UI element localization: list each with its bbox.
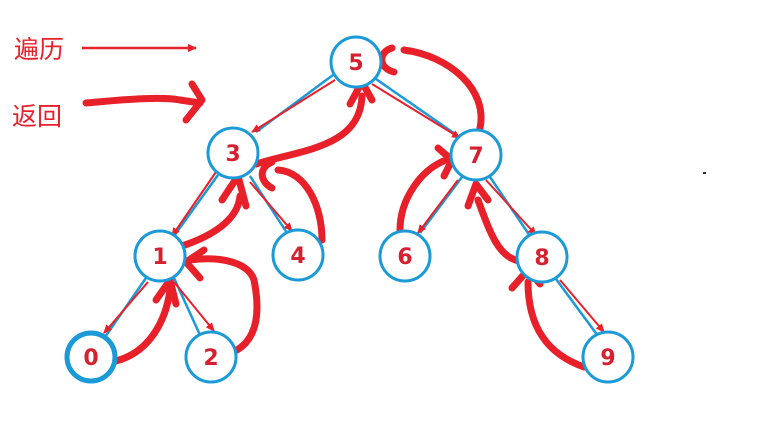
svg-text:8: 8 [534, 246, 549, 271]
svg-text:2: 2 [203, 346, 218, 371]
tree-edges [103, 73, 600, 338]
return-arrows [112, 44, 588, 371]
tree-node-8: 8 [515, 230, 569, 284]
tree-node-2: 2 [184, 330, 238, 384]
svg-text:4: 4 [290, 244, 305, 269]
tree-nodes: 5 3 7 1 4 6 8 0 2 9 [64, 35, 635, 384]
svg-text:9: 9 [600, 346, 615, 371]
legend-traverse-label: 遍历 [14, 35, 65, 64]
tree-node-5: 5 [329, 35, 383, 89]
legend-return-label: 返回 [12, 102, 63, 131]
tree-node-7: 7 [449, 128, 503, 182]
svg-text:0: 0 [83, 346, 98, 371]
svg-text:7: 7 [468, 144, 483, 169]
tree-node-1: 1 [133, 229, 187, 283]
stray-mark [703, 172, 706, 174]
tree-node-3: 3 [206, 126, 260, 180]
svg-text:6: 6 [397, 245, 412, 270]
tree-node-4: 4 [271, 228, 325, 282]
svg-text:3: 3 [225, 142, 240, 167]
traverse-arrows [103, 79, 605, 334]
svg-text:5: 5 [348, 51, 363, 76]
svg-text:1: 1 [152, 245, 167, 270]
tree-node-6: 6 [378, 229, 432, 283]
legend-return-arrow [82, 80, 206, 124]
tree-node-0: 0 [64, 330, 118, 384]
tree-node-9: 9 [581, 330, 635, 384]
